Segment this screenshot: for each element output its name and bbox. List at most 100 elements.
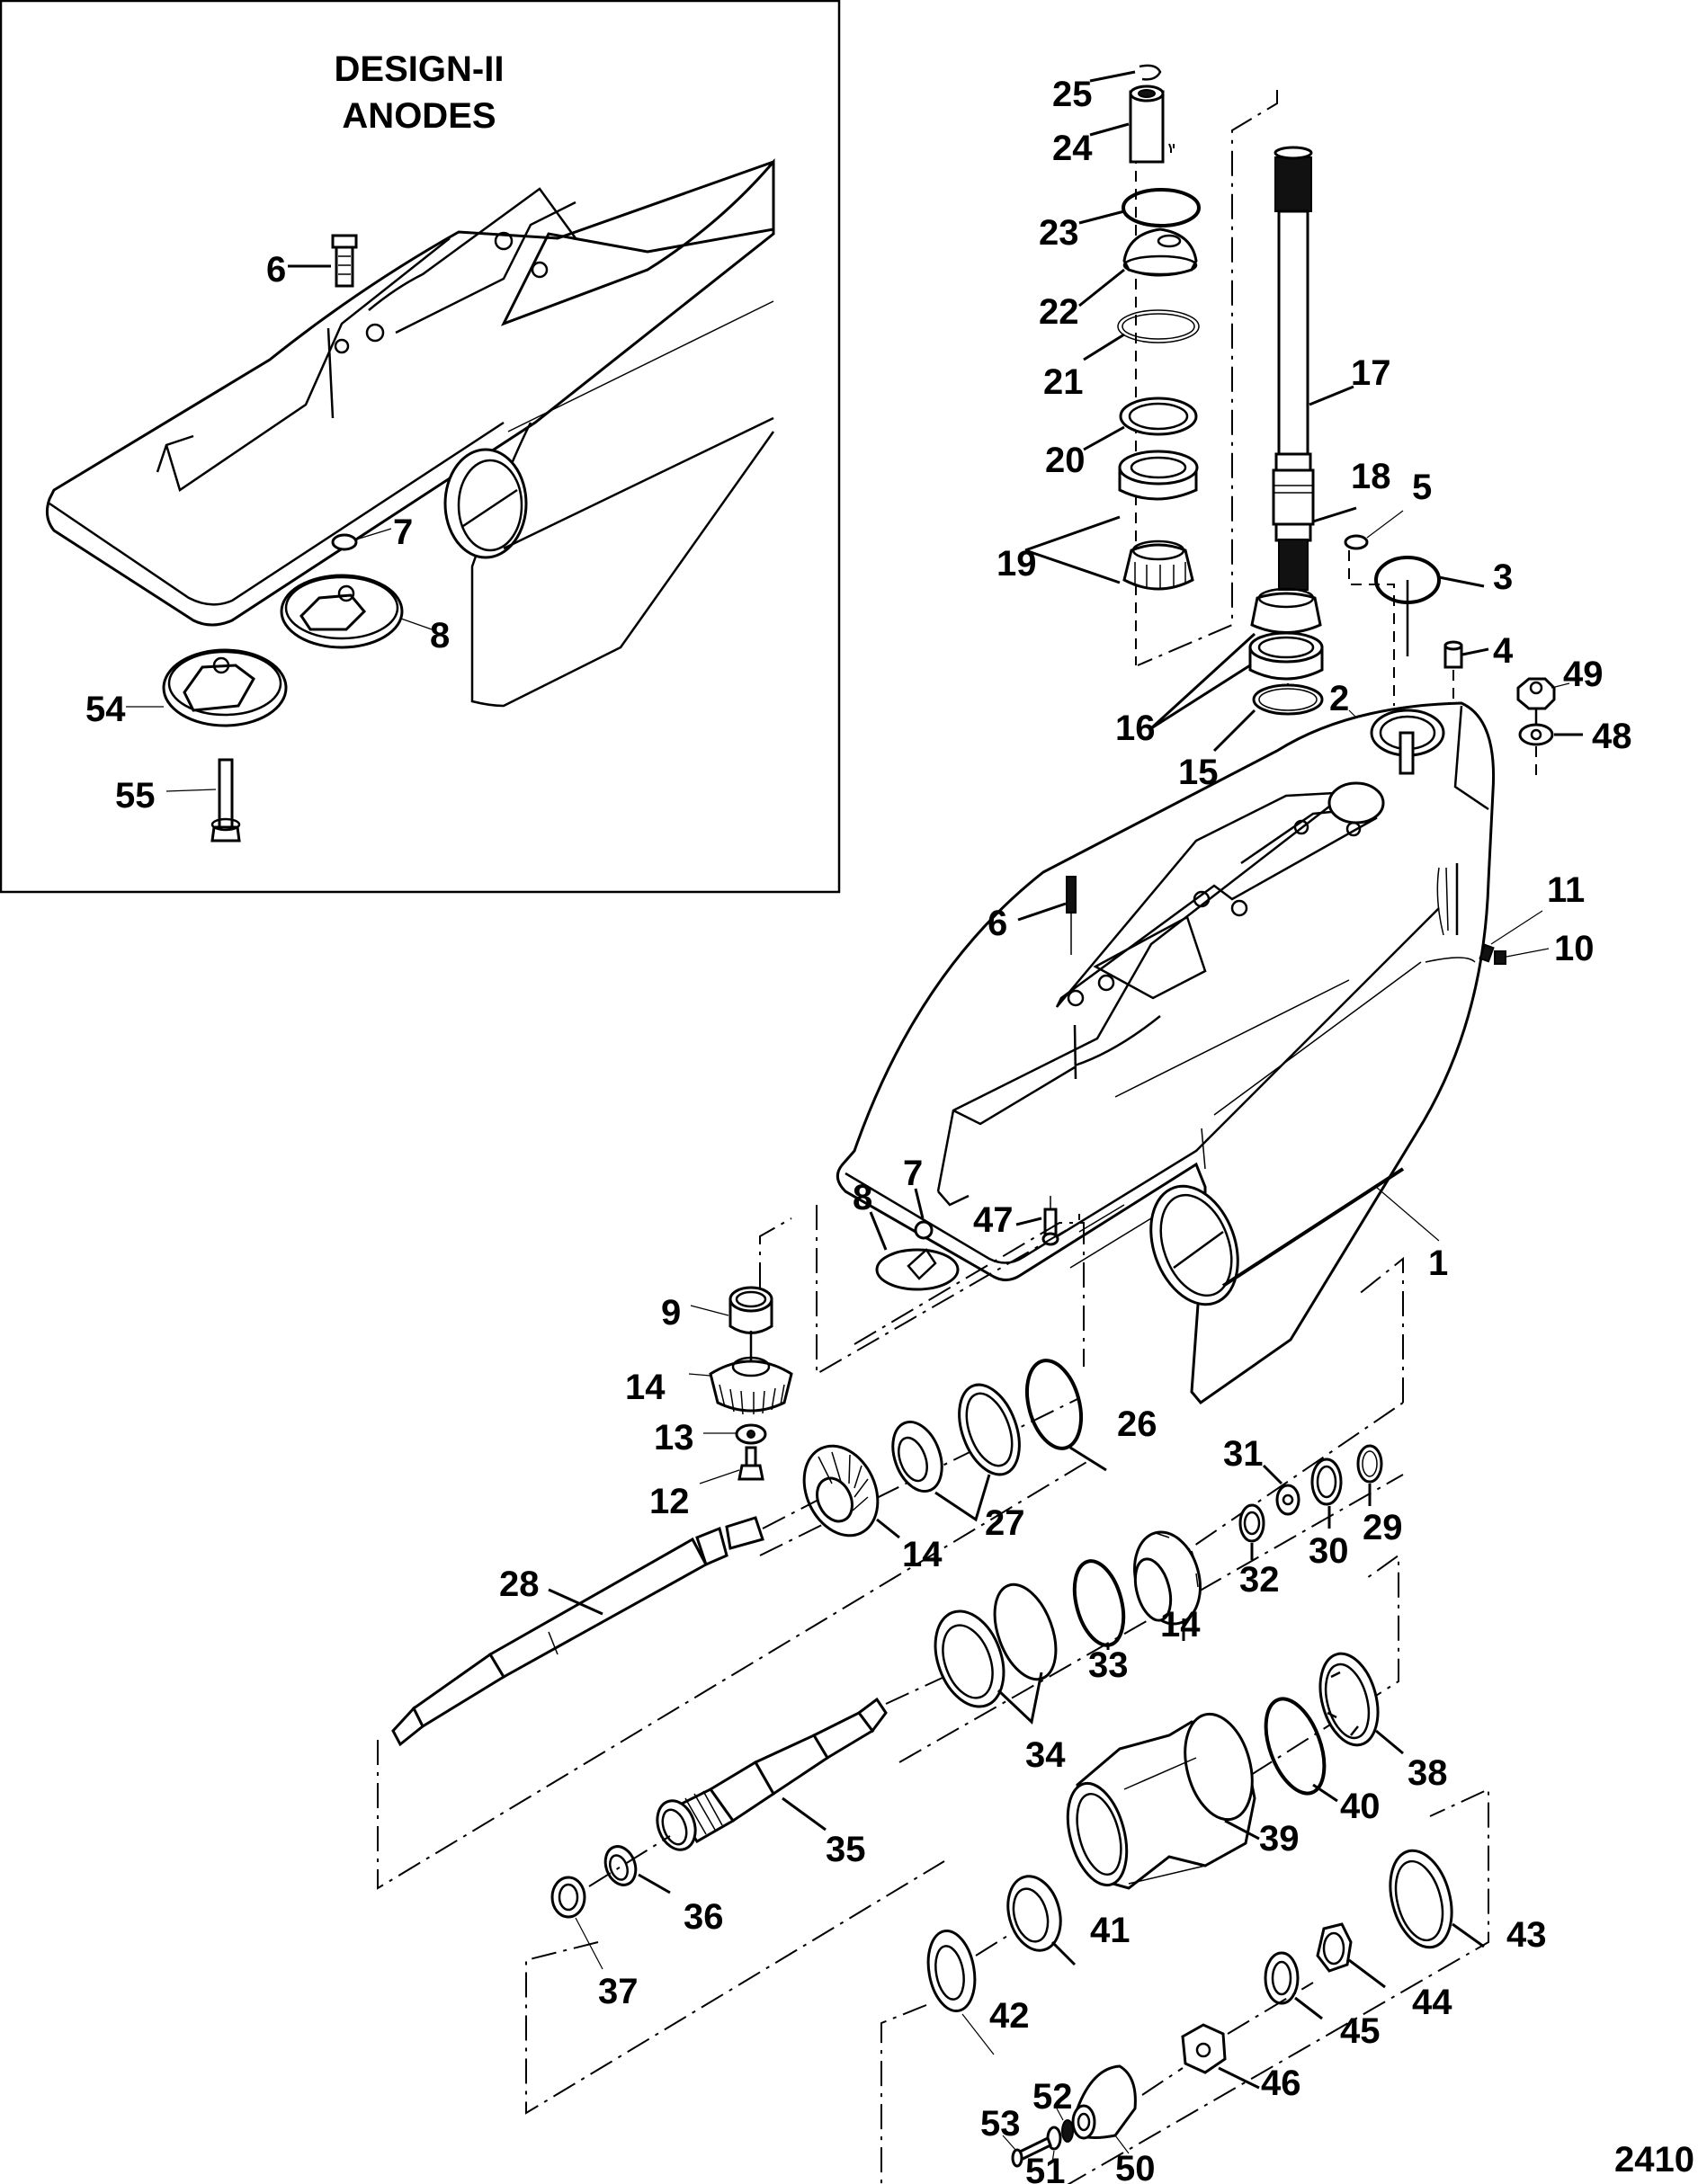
inset-anode-54 <box>162 648 288 727</box>
bearing-19 <box>1118 450 1199 591</box>
bearing-retainer-22 <box>1122 227 1198 277</box>
nut-12 <box>737 1446 764 1481</box>
callout-32: 32 <box>1239 1560 1280 1600</box>
bearing-42 <box>926 1929 977 2013</box>
anode-8 <box>875 1248 960 1291</box>
callout-33: 33 <box>1088 1645 1129 1685</box>
retaining-ring-25 <box>1139 64 1162 81</box>
bearing-16 <box>1248 587 1324 719</box>
callout-23: 23 <box>1039 213 1079 253</box>
propeller-shaft-35 <box>656 1697 888 1851</box>
callout-35: 35 <box>826 1830 866 1869</box>
callout-19: 19 <box>996 544 1037 584</box>
inset-bolt-55 <box>210 758 241 842</box>
washer-32 <box>1238 1503 1265 1543</box>
pin-4 <box>1443 640 1463 669</box>
inset-anode-8 <box>280 574 404 649</box>
o-ring-23 <box>1122 188 1201 227</box>
callout-42: 42 <box>989 1996 1030 2036</box>
washer-11 <box>1479 943 1495 963</box>
figure-number: 2410 <box>1614 2140 1694 2180</box>
shim-33 <box>1072 1559 1126 1647</box>
propeller-shaft-28 <box>391 1516 764 1747</box>
bearing-27 <box>891 1383 1021 1493</box>
callout-2: 2 <box>1329 679 1349 718</box>
callout-14-pinion: 14 <box>625 1368 666 1407</box>
needle-bearing-36 <box>603 1845 638 1886</box>
washer-48 <box>1518 723 1554 746</box>
driveshaft-bearing-stack: 25 24 23 22 21 20 <box>996 64 1201 665</box>
callout-14-forward: 14 <box>902 1535 943 1574</box>
callout-26: 26 <box>1117 1404 1157 1444</box>
washer-31 <box>1275 1484 1300 1516</box>
callout-24: 24 <box>1052 129 1093 168</box>
callout-16: 16 <box>1115 709 1156 748</box>
callout-40: 40 <box>1340 1787 1381 1826</box>
lockwasher-7 <box>914 1220 934 1240</box>
callout-43: 43 <box>1506 1915 1547 1955</box>
callout-inset-54: 54 <box>85 690 126 729</box>
bearing-34 <box>934 1582 1058 1708</box>
pinion-gear-14 <box>709 1356 793 1415</box>
callout-25: 25 <box>1052 75 1093 114</box>
o-ring-40 <box>1264 1697 1327 1796</box>
washer-52 <box>1061 2119 1074 2143</box>
callout-12: 12 <box>649 1482 690 1521</box>
callout-49: 49 <box>1563 655 1604 694</box>
screw-10 <box>1494 950 1506 965</box>
inset-gear-housing <box>45 157 775 708</box>
callout-4: 4 <box>1493 631 1514 671</box>
propeller-nut-cone-50 <box>1071 2064 1137 2140</box>
callout-7: 7 <box>903 1154 923 1193</box>
shim-26 <box>1025 1359 1083 1450</box>
needle-bearing-41 <box>1006 1875 1062 1952</box>
callout-36: 36 <box>684 1897 724 1937</box>
tab-washer-45 <box>1264 1951 1300 2005</box>
callout-18: 18 <box>1351 457 1391 496</box>
callout-inset-7: 7 <box>393 513 413 552</box>
callout-53: 53 <box>980 2104 1021 2144</box>
callout-51: 51 <box>1025 2152 1066 2184</box>
callout-39: 39 <box>1259 1819 1300 1859</box>
sleeve-24 <box>1129 85 1165 164</box>
callout-5: 5 <box>1412 468 1432 507</box>
callout-27: 27 <box>985 1503 1025 1543</box>
callout-13: 13 <box>654 1418 694 1457</box>
callout-29: 29 <box>1363 1508 1403 1547</box>
nut-44 <box>1316 1922 1353 1973</box>
callout-1: 1 <box>1428 1244 1448 1283</box>
callout-14-reverse: 14 <box>1160 1605 1201 1645</box>
callout-inset-55: 55 <box>115 776 156 816</box>
callout-31: 31 <box>1223 1434 1264 1474</box>
inset-bolt-6 <box>331 234 358 288</box>
callout-44: 44 <box>1412 1983 1452 2022</box>
inset-lockwasher-7 <box>331 533 358 551</box>
callout-8: 8 <box>853 1178 872 1217</box>
callout-21: 21 <box>1043 362 1084 402</box>
callout-45: 45 <box>1340 2011 1381 2051</box>
shim-15 <box>1252 683 1324 716</box>
inset-title-line1: DESIGN-II <box>335 49 505 89</box>
driveshaft-17 <box>1137 90 1315 666</box>
callout-37: 37 <box>598 1972 639 2011</box>
callout-38: 38 <box>1408 1753 1448 1793</box>
callout-11: 11 <box>1547 870 1585 910</box>
shim-21 <box>1117 309 1200 343</box>
callout-41: 41 <box>1090 1911 1131 1950</box>
bolt-6 <box>1066 876 1077 955</box>
callout-3: 3 <box>1493 557 1513 597</box>
washer-29 <box>1356 1444 1383 1484</box>
callout-28: 28 <box>499 1564 540 1604</box>
forward-gear-14 <box>802 1444 880 1538</box>
washer-5 <box>1344 534 1369 550</box>
callout-48: 48 <box>1592 717 1632 756</box>
callout-20: 20 <box>1045 441 1086 480</box>
callout-34: 34 <box>1025 1735 1066 1775</box>
callout-10: 10 <box>1554 929 1595 968</box>
inset-design-ii-anodes: DESIGN-II ANODES <box>0 0 841 894</box>
callout-inset-8: 8 <box>430 616 450 655</box>
callout-9: 9 <box>661 1293 681 1333</box>
inset-frame <box>0 0 841 894</box>
callout-52: 52 <box>1032 2077 1073 2117</box>
